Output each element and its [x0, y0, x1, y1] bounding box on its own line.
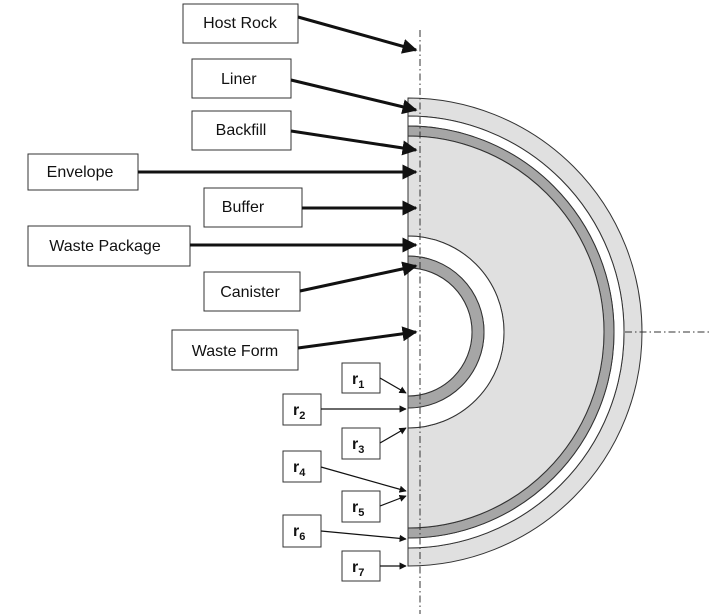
- svg-text:r3: r3: [352, 436, 364, 456]
- r1-label: r1: [341, 362, 381, 394]
- r7-label: r7: [341, 550, 381, 582]
- waste-form-label: Waste Form: [171, 329, 299, 371]
- r5-label: r5: [341, 490, 381, 523]
- backfill-arrow: [290, 129, 418, 156]
- liner-arrow: [290, 78, 418, 115]
- r6-arrow: [320, 530, 407, 542]
- buffer-text: Buffer: [222, 199, 265, 216]
- canister-arrow: [299, 261, 418, 293]
- component-labels: Host Rock Liner Backfill Envelope Buffer…: [27, 3, 303, 371]
- waste-form-text: Waste Form: [192, 343, 279, 360]
- r6-label: r6: [282, 514, 322, 548]
- r3-label: r3: [341, 427, 381, 460]
- svg-text:r7: r7: [352, 559, 364, 579]
- liner-label: Liner: [191, 58, 292, 99]
- envelope-label: Envelope: [27, 153, 139, 191]
- host-rock-label: Host Rock: [182, 3, 299, 44]
- component-arrows: [138, 15, 418, 350]
- radius-labels: r1 r2 r3 r4 r5 r6 r7: [282, 362, 381, 582]
- r4-label: r4: [282, 450, 322, 483]
- r4-arrow: [320, 466, 407, 493]
- r1-arrow: [379, 377, 407, 394]
- waste-package-label: Waste Package: [27, 225, 191, 267]
- r5-arrow: [379, 494, 407, 507]
- waste-form-region: [407, 267, 473, 397]
- envelope-text: Envelope: [47, 164, 114, 181]
- host-rock-arrow: [297, 15, 418, 54]
- liner-text: Liner: [221, 71, 257, 88]
- svg-text:r6: r6: [293, 523, 305, 543]
- r3-arrow: [379, 427, 407, 444]
- svg-text:r2: r2: [293, 402, 305, 422]
- r2-label: r2: [282, 393, 322, 426]
- svg-text:r1: r1: [352, 371, 364, 391]
- waste-form-arrow: [297, 326, 418, 350]
- waste-package-text: Waste Package: [49, 238, 161, 255]
- radius-arrows: [320, 377, 407, 570]
- canister-text: Canister: [220, 284, 280, 301]
- layers: [407, 97, 643, 567]
- svg-text:r5: r5: [352, 499, 364, 519]
- buffer-label: Buffer: [203, 187, 303, 228]
- backfill-text: Backfill: [216, 122, 267, 139]
- canister-label: Canister: [203, 271, 301, 312]
- backfill-label: Backfill: [191, 110, 292, 151]
- svg-text:r4: r4: [293, 459, 306, 479]
- host-rock-text: Host Rock: [203, 15, 278, 32]
